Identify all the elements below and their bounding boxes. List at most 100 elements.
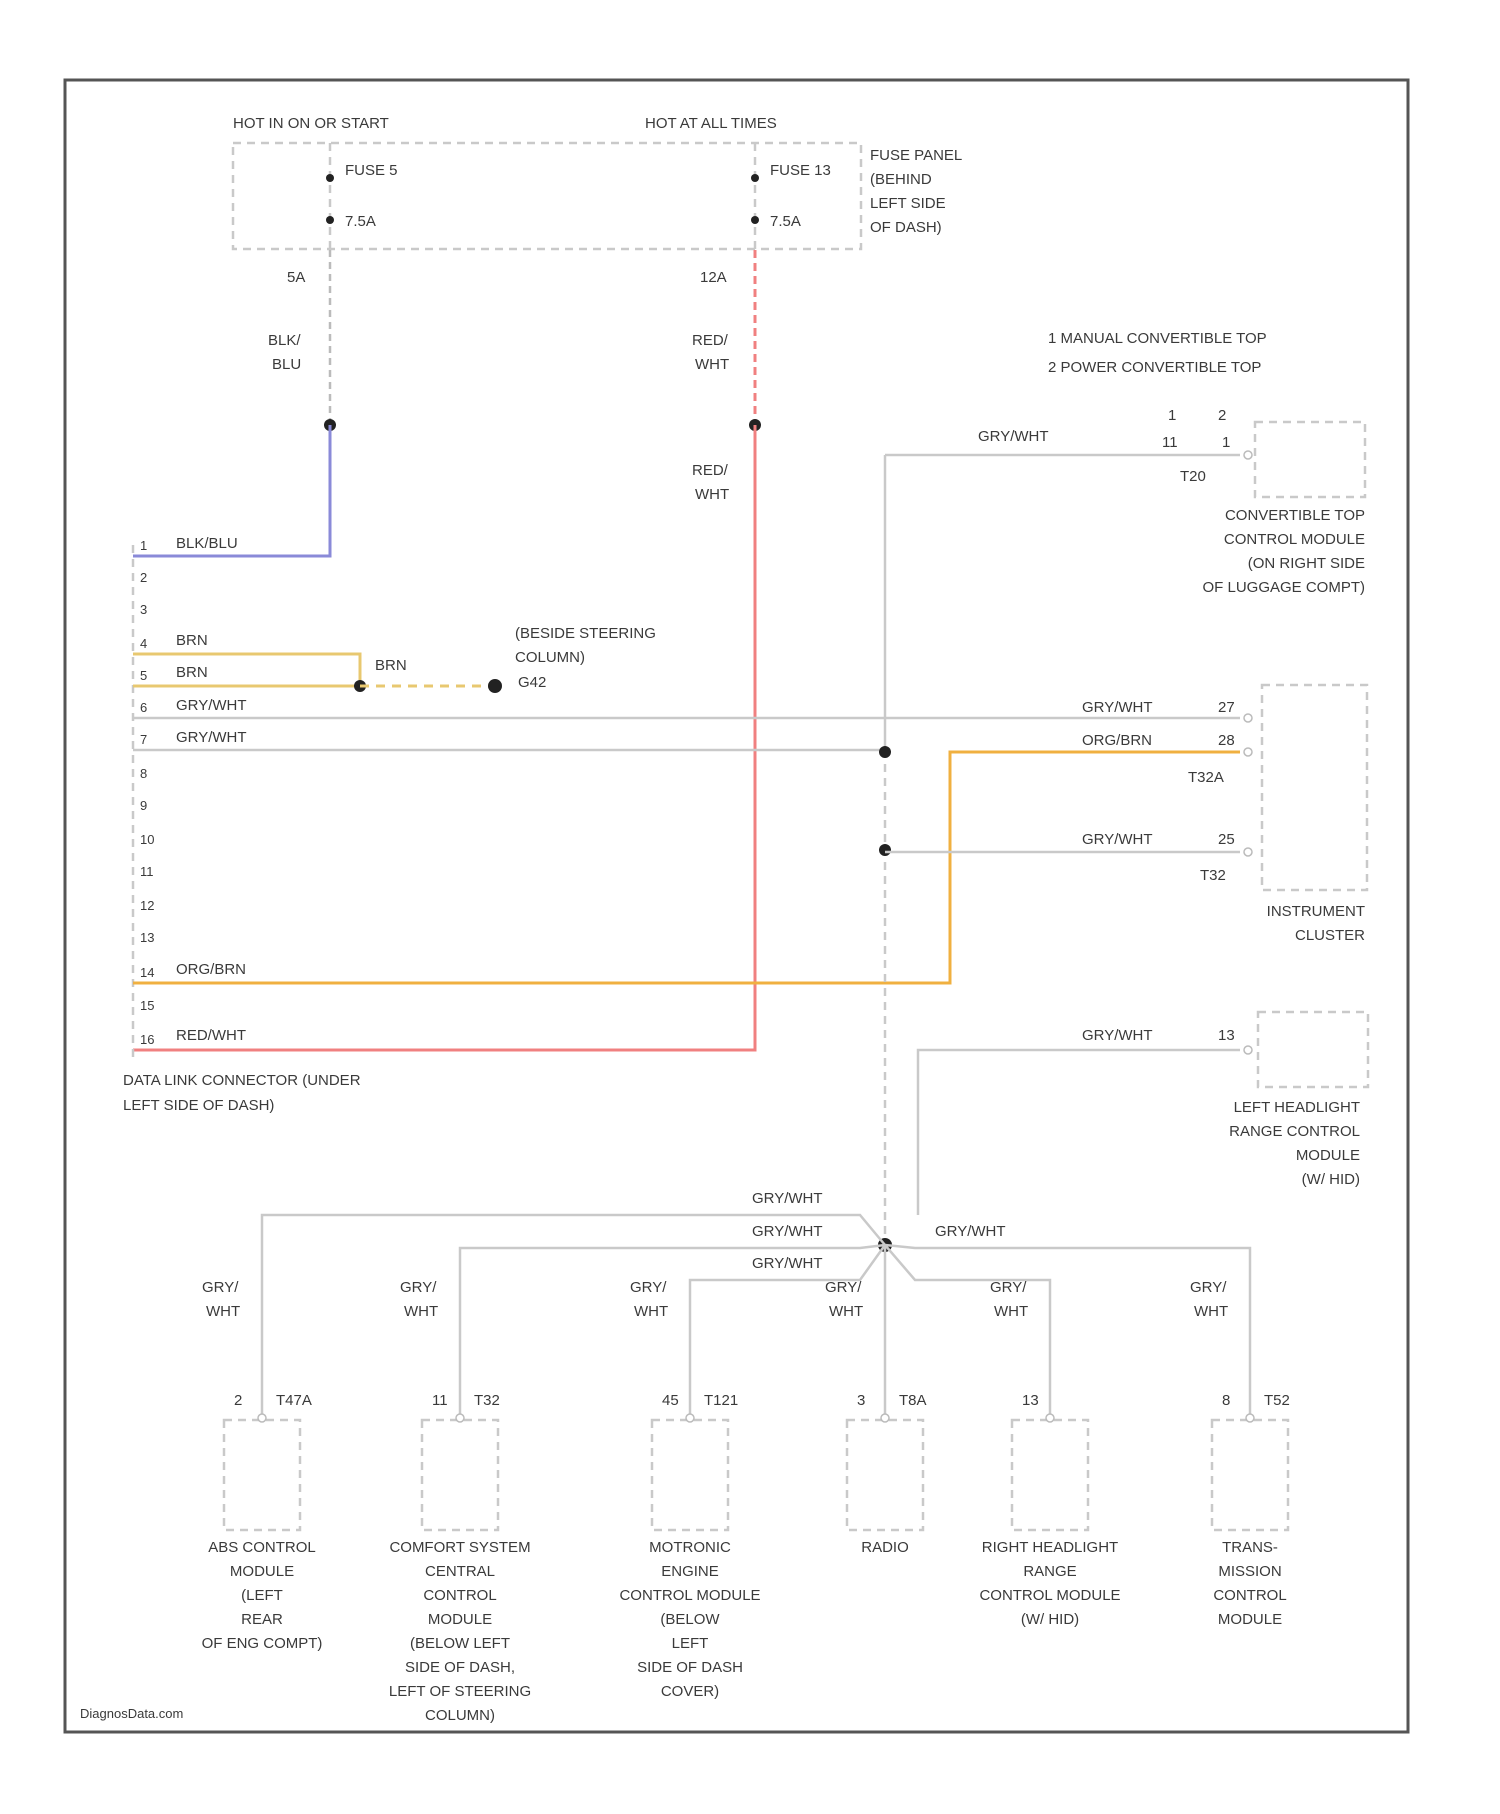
module-pin-0: 2 <box>234 1392 242 1409</box>
wire-label-red-wht-16: RED/WHT <box>176 1027 246 1044</box>
dlc-pin-4: 4 <box>140 636 147 651</box>
splice-bus-b <box>879 844 891 856</box>
fuse-a-terminal-top <box>326 174 334 182</box>
module-pin-terminal-5 <box>1246 1414 1254 1422</box>
module-wire-b-0: WHT <box>206 1303 240 1320</box>
module-box-5 <box>1212 1420 1288 1530</box>
dlc-pin-3: 3 <box>140 602 147 617</box>
conv-pin-terminal <box>1244 451 1252 459</box>
dlc-pin-8: 8 <box>140 766 147 781</box>
wire-label-brn-4: BRN <box>176 632 208 649</box>
dlc-pin-16: 16 <box>140 1032 154 1047</box>
module-row: 2T47AGRY/WHTABS CONTROLMODULE(LEFTREAROF… <box>202 1279 1290 1724</box>
module-pin-terminal-4 <box>1046 1414 1054 1422</box>
conv-pin-b: 1 <box>1222 434 1230 451</box>
wire-gry-wht-left-headlight <box>918 1050 1240 1215</box>
diagram-frame <box>65 80 1408 1732</box>
module-box-3 <box>847 1420 923 1530</box>
dlc-pin-2: 2 <box>140 570 147 585</box>
module-wire-a-4: GRY/ <box>990 1279 1027 1296</box>
conv-conn: T20 <box>1180 468 1206 485</box>
conv-label-1: CONVERTIBLE TOP <box>1225 507 1365 524</box>
fuse-b-terminal-bottom <box>751 216 759 224</box>
dlc-pin-6: 6 <box>140 700 147 715</box>
module-label-3-0: RADIO <box>861 1539 909 1556</box>
module-wire-b-5: WHT <box>1194 1303 1228 1320</box>
module-label-0-2: (LEFT <box>241 1587 283 1604</box>
wire-label-blk-blu-1: BLK/BLU <box>176 535 238 552</box>
ground-id: G42 <box>518 674 546 691</box>
fuse-a-terminal-bottom <box>326 216 334 224</box>
module-pin-3: 3 <box>857 1392 865 1409</box>
wire-label-blk-blu-a: BLK/ <box>268 332 301 349</box>
module-wire-a-3: GRY/ <box>825 1279 862 1296</box>
module-label-1-1: CENTRAL <box>425 1563 495 1580</box>
left-headlight-module-box <box>1258 1012 1368 1087</box>
fuse-panel-loc-4: OF DASH) <box>870 219 942 236</box>
cluster-pin25-terminal <box>1244 848 1252 856</box>
module-label-0-0: ABS CONTROL <box>208 1539 316 1556</box>
module-label-1-3: MODULE <box>428 1611 492 1628</box>
lh-label-4: (W/ HID) <box>1302 1171 1360 1188</box>
module-box-2 <box>652 1420 728 1530</box>
module-label-2-3: (BELOW <box>660 1611 720 1628</box>
module-label-4-1: RANGE <box>1023 1563 1076 1580</box>
wire-label-bus-4: GRY/WHT <box>935 1223 1006 1240</box>
module-label-1-4: (BELOW LEFT <box>410 1635 510 1652</box>
fuse-b-amp: 7.5A <box>770 213 801 230</box>
dlc-pin-15: 15 <box>140 998 154 1013</box>
module-label-1-0: COMFORT SYSTEM <box>389 1539 530 1556</box>
wire-label-gry-wht-25: GRY/WHT <box>1082 831 1153 848</box>
cluster-conn-b: T32 <box>1200 867 1226 884</box>
module-label-0-3: REAR <box>241 1611 283 1628</box>
convertible-top-module-box <box>1255 422 1365 497</box>
module-pin-terminal-1 <box>456 1414 464 1422</box>
module-label-2-2: CONTROL MODULE <box>619 1587 760 1604</box>
fuse-a-pin: 5A <box>287 269 305 286</box>
module-label-0-4: OF ENG COMPT) <box>202 1635 323 1652</box>
dlc-pin-10: 10 <box>140 832 154 847</box>
fuse-panel-box <box>233 143 861 249</box>
cluster-label-1: INSTRUMENT <box>1267 903 1365 920</box>
hot-all-label: HOT AT ALL TIMES <box>645 115 777 132</box>
module-wire-b-1: WHT <box>404 1303 438 1320</box>
module-pin-terminal-0 <box>258 1414 266 1422</box>
module-label-2-4: LEFT <box>672 1635 709 1652</box>
cluster-pin28: 28 <box>1218 732 1235 749</box>
module-conn-2: T121 <box>704 1392 738 1409</box>
dlc-label-2: LEFT SIDE OF DASH) <box>123 1097 274 1114</box>
module-wire-a-5: GRY/ <box>1190 1279 1227 1296</box>
module-conn-5: T52 <box>1264 1392 1290 1409</box>
module-label-1-7: COLUMN) <box>425 1707 495 1724</box>
ground-g42-point <box>488 679 502 693</box>
conv-label-4: OF LUGGAGE COMPT) <box>1202 579 1365 596</box>
wire-label-red-wht-c: RED/ <box>692 462 729 479</box>
dlc-pin-9: 9 <box>140 798 147 813</box>
dlc-pin-13: 13 <box>140 930 154 945</box>
module-box-4 <box>1012 1420 1088 1530</box>
module-wire-a-2: GRY/ <box>630 1279 667 1296</box>
dlc-pin-5: 5 <box>140 668 147 683</box>
module-label-2-6: COVER) <box>661 1683 719 1700</box>
module-conn-3: T8A <box>899 1392 927 1409</box>
module-box-0 <box>224 1420 300 1530</box>
fuse-panel-loc-1: FUSE PANEL <box>870 147 962 164</box>
lh-pin-terminal <box>1244 1046 1252 1054</box>
cluster-pin25: 25 <box>1218 831 1235 848</box>
fuse-panel-loc-3: LEFT SIDE <box>870 195 946 212</box>
wire-label-red-wht-b: WHT <box>695 356 729 373</box>
dlc-label-1: DATA LINK CONNECTOR (UNDER <box>123 1072 361 1089</box>
module-box-1 <box>422 1420 498 1530</box>
fuse-panel-loc-2: (BEHIND <box>870 171 932 188</box>
dlc-pin-1: 1 <box>140 538 147 553</box>
wire-brn-pin4 <box>133 654 360 688</box>
module-label-2-0: MOTRONIC <box>649 1539 731 1556</box>
note-2: 2 POWER CONVERTIBLE TOP <box>1048 359 1261 376</box>
module-label-4-2: CONTROL MODULE <box>979 1587 1120 1604</box>
cluster-pin27-terminal <box>1244 714 1252 722</box>
module-label-1-6: LEFT OF STEERING <box>389 1683 531 1700</box>
conv-pin1: 1 <box>1168 407 1176 424</box>
cluster-pin28-terminal <box>1244 748 1252 756</box>
dlc-pin-14: 14 <box>140 965 154 980</box>
